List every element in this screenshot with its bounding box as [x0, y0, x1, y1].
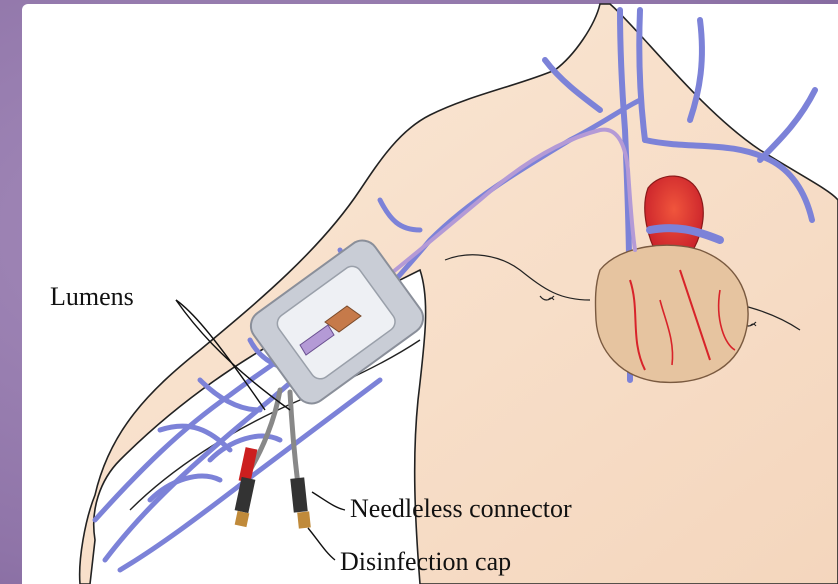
label-lumens: Lumens	[50, 282, 134, 311]
label-needleless-connector: Needleless connector	[350, 494, 572, 523]
label-disinfection-cap: Disinfection cap	[340, 547, 511, 576]
cap-icon	[235, 511, 311, 529]
